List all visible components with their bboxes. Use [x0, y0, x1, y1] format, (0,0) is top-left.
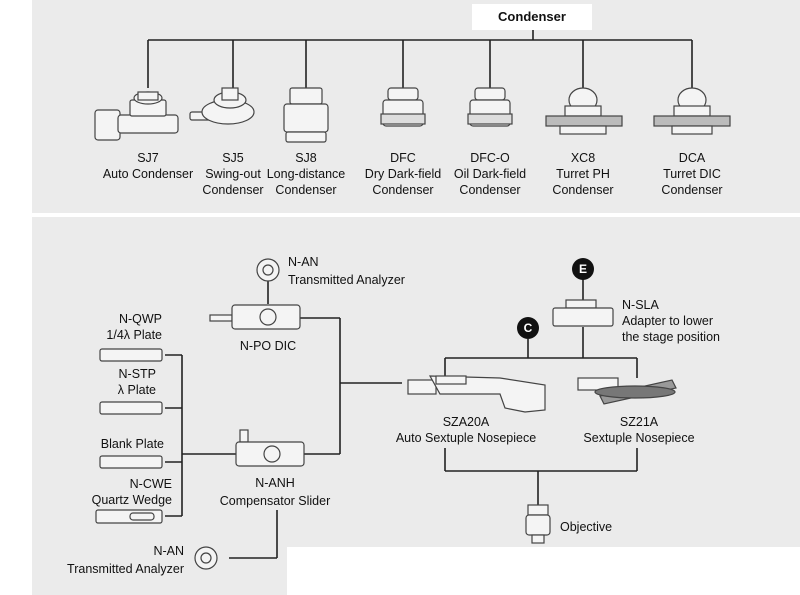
condenser-title: Condenser — [472, 4, 592, 30]
n-sla-label: N-SLA Adapter to lower the stage positio… — [622, 298, 720, 344]
condenser-tree-lines — [147, 30, 693, 88]
dfc-o-condenser-image — [467, 87, 513, 127]
dca-label: DCA Turret DIC Condenser — [661, 151, 723, 197]
n-sla-image — [552, 299, 614, 327]
sza20a-image — [407, 375, 546, 413]
n-anh-label: N-ANH Compensator Slider — [219, 476, 331, 508]
plate-n-cwe-label: N-CWE Quartz Wedge — [91, 477, 172, 507]
badge-e: E — [572, 258, 594, 280]
sj7-label: SJ7 Auto Condenser — [102, 151, 194, 181]
sj8-condenser-image — [283, 87, 329, 143]
accessories-panel-lower — [32, 547, 287, 595]
xc8-label: XC8 Turret PH Condenser — [552, 151, 614, 197]
plate-n-qwp-label: N-QWP 1/4λ Plate — [106, 312, 162, 342]
sz21a-image — [577, 377, 677, 405]
dfc-label: DFC Dry Dark-field Condenser — [364, 151, 442, 197]
dfc-condenser-image — [380, 87, 426, 127]
plate-blank-label: Blank Plate — [100, 437, 164, 451]
sj7-condenser-image — [94, 91, 179, 141]
dfc-o-label: DFC-O Oil Dark-field Condenser — [453, 151, 527, 197]
n-an-bottom-image — [194, 546, 218, 570]
sz21a-label: SZ21A Sextuple Nosepiece — [583, 415, 695, 445]
accessory-tree-lines — [165, 279, 638, 559]
plate-n-stp-label: N-STP λ Plate — [117, 367, 156, 397]
n-an-top-image — [256, 258, 280, 282]
objective-image — [525, 504, 551, 544]
sza20a-label: SZA20A Auto Sextuple Nosepiece — [395, 415, 537, 445]
n-an-top-label: N-AN Transmitted Analyzer — [288, 255, 405, 287]
n-po-dic-label: N-PO DIC — [239, 339, 297, 353]
n-anh-image — [235, 429, 305, 467]
plate-images — [95, 348, 163, 524]
n-an-bottom-label: N-AN Transmitted Analyzer — [67, 544, 184, 576]
n-po-dic-image — [209, 304, 301, 330]
sj8-label: SJ8 Long-distance Condenser — [266, 151, 346, 197]
objective-label: Objective — [560, 520, 613, 534]
badge-c: C — [517, 317, 539, 339]
sj5-condenser-image — [189, 87, 255, 125]
dca-condenser-image — [653, 87, 731, 135]
xc8-condenser-image — [545, 87, 623, 135]
sj5-label: SJ5 Swing-out Condenser — [202, 151, 264, 197]
